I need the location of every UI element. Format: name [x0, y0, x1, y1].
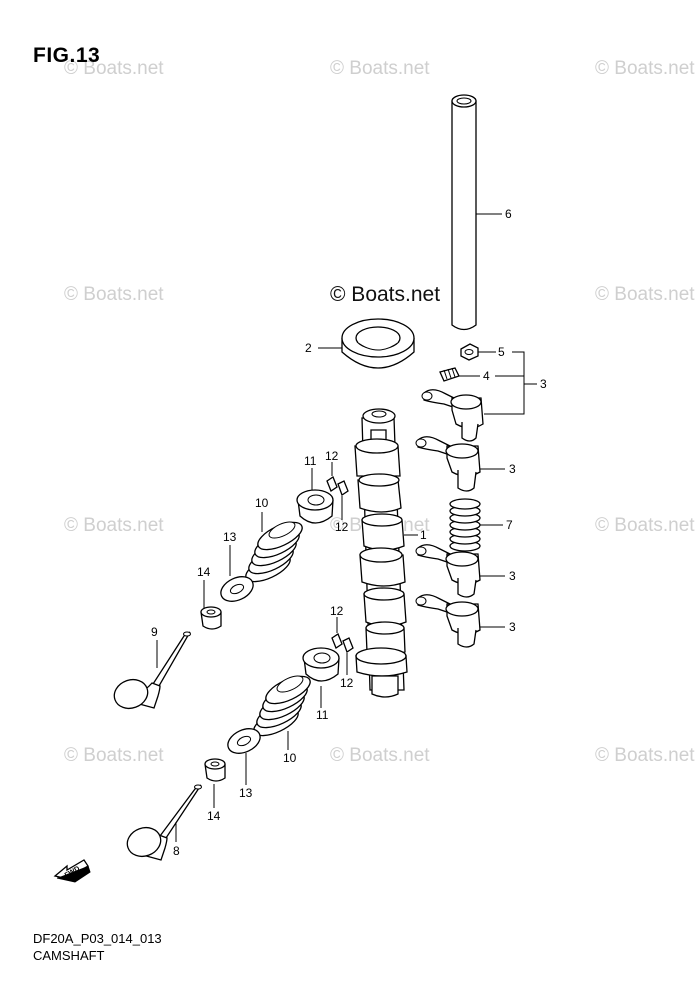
- callout-9: 9: [151, 625, 158, 639]
- part-3-rocker-arm: [415, 436, 481, 492]
- part-10-valve-spring: [245, 521, 303, 583]
- part-1-camshaft: [354, 408, 408, 698]
- part-11-spring-retainer: [302, 647, 340, 682]
- callout-3-b: 3: [509, 462, 516, 476]
- part-12-cotter: [326, 476, 349, 496]
- callout-12-c: 12: [330, 604, 344, 618]
- watermark: © Boats.net: [64, 58, 164, 79]
- callout-3-top: 3: [540, 377, 547, 391]
- callout-12-b: 12: [335, 520, 349, 534]
- part-7-spring: [449, 498, 481, 552]
- watermark: © Boats.net: [595, 515, 695, 536]
- figure-name: CAMSHAFT: [33, 948, 105, 963]
- part-4-screw: [439, 367, 460, 382]
- watermark: © Boats.net: [64, 284, 164, 305]
- callout-12-a: 12: [325, 449, 339, 463]
- part-3-rocker-arm: [421, 389, 484, 442]
- callout-10-a: 10: [255, 496, 269, 510]
- figure-code: DF20A_P03_014_013: [33, 931, 162, 946]
- callout-4: 4: [483, 369, 490, 383]
- part-14-stem-seal: [204, 758, 226, 782]
- part-12-cotter: [331, 633, 354, 653]
- part-6-tube: [451, 94, 477, 331]
- watermark: © Boats.net: [595, 58, 695, 79]
- callout-11-a: 11: [304, 454, 317, 468]
- part-11-spring-retainer: [296, 489, 334, 524]
- callout-14-b: 14: [207, 809, 221, 823]
- part-13-washer: [227, 728, 261, 754]
- part-8-valve: [126, 784, 202, 861]
- callout-12-d: 12: [340, 676, 354, 690]
- callout-5: 5: [498, 345, 505, 359]
- fwd-arrow-icon: [53, 859, 91, 883]
- part-9-valve: [113, 631, 191, 710]
- part-14-stem-seal: [200, 606, 222, 630]
- part-10-valve-spring: [253, 675, 311, 737]
- callout-13-b: 13: [239, 786, 253, 800]
- callout-6: 6: [505, 207, 512, 221]
- part-13-washer: [220, 576, 254, 602]
- callout-1: 1: [420, 528, 427, 542]
- part-5-nut: [460, 343, 479, 361]
- watermark: © Boats.net: [330, 58, 430, 79]
- callout-8: 8: [173, 844, 180, 858]
- watermark: © Boats.net: [330, 745, 430, 766]
- callout-2: 2: [305, 341, 312, 355]
- callout-3-c: 3: [509, 569, 516, 583]
- watermark: © Boats.net: [64, 745, 164, 766]
- figure-title: FIG.13: [33, 44, 101, 67]
- watermark: © Boats.net: [595, 284, 695, 305]
- watermark: © Boats.net: [64, 515, 164, 536]
- callout-13-a: 13: [223, 530, 237, 544]
- callout-14-a: 14: [197, 565, 211, 579]
- callout-10-b: 10: [283, 751, 297, 765]
- part-3-rocker-arm: [415, 544, 481, 598]
- callout-3-d: 3: [509, 620, 516, 634]
- callout-7: 7: [506, 518, 513, 532]
- watermark: © Boats.net: [595, 745, 695, 766]
- part-2-oil-seal: [341, 318, 415, 369]
- part-3-rocker-arm: [415, 594, 481, 648]
- watermark-center: © Boats.net: [330, 283, 441, 306]
- callout-11-b: 11: [316, 708, 329, 722]
